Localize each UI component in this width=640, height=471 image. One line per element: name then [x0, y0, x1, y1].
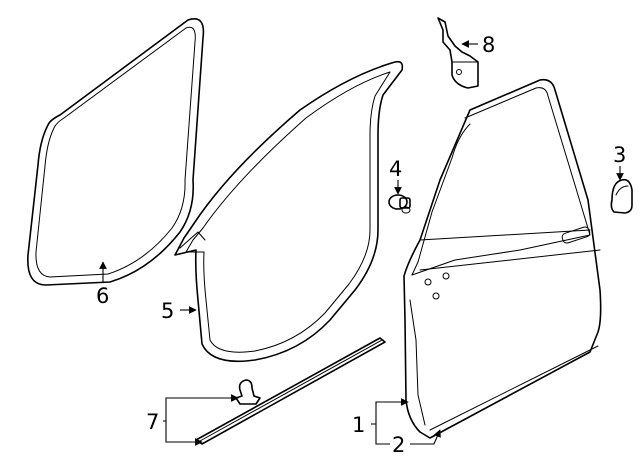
leader-lines — [99, 40, 624, 446]
plug-part — [388, 194, 411, 214]
callout-2: 2 — [392, 433, 405, 457]
callout-5: 5 — [161, 299, 174, 323]
bracket-part — [437, 17, 479, 89]
callout-1: 1 — [352, 413, 365, 437]
hinge-cover-part — [610, 178, 633, 214]
callout-6: 6 — [96, 284, 109, 308]
callout-4: 4 — [389, 157, 402, 181]
door-weatherstrip-part — [174, 60, 404, 363]
callout-8: 8 — [482, 33, 495, 57]
callout-7: 7 — [146, 410, 159, 434]
callout-labels: 1 2 3 4 5 6 7 8 — [96, 33, 626, 457]
weatherstrip-opening-part — [27, 18, 205, 286]
door-shell-part — [403, 78, 602, 439]
callout-3: 3 — [613, 143, 626, 167]
